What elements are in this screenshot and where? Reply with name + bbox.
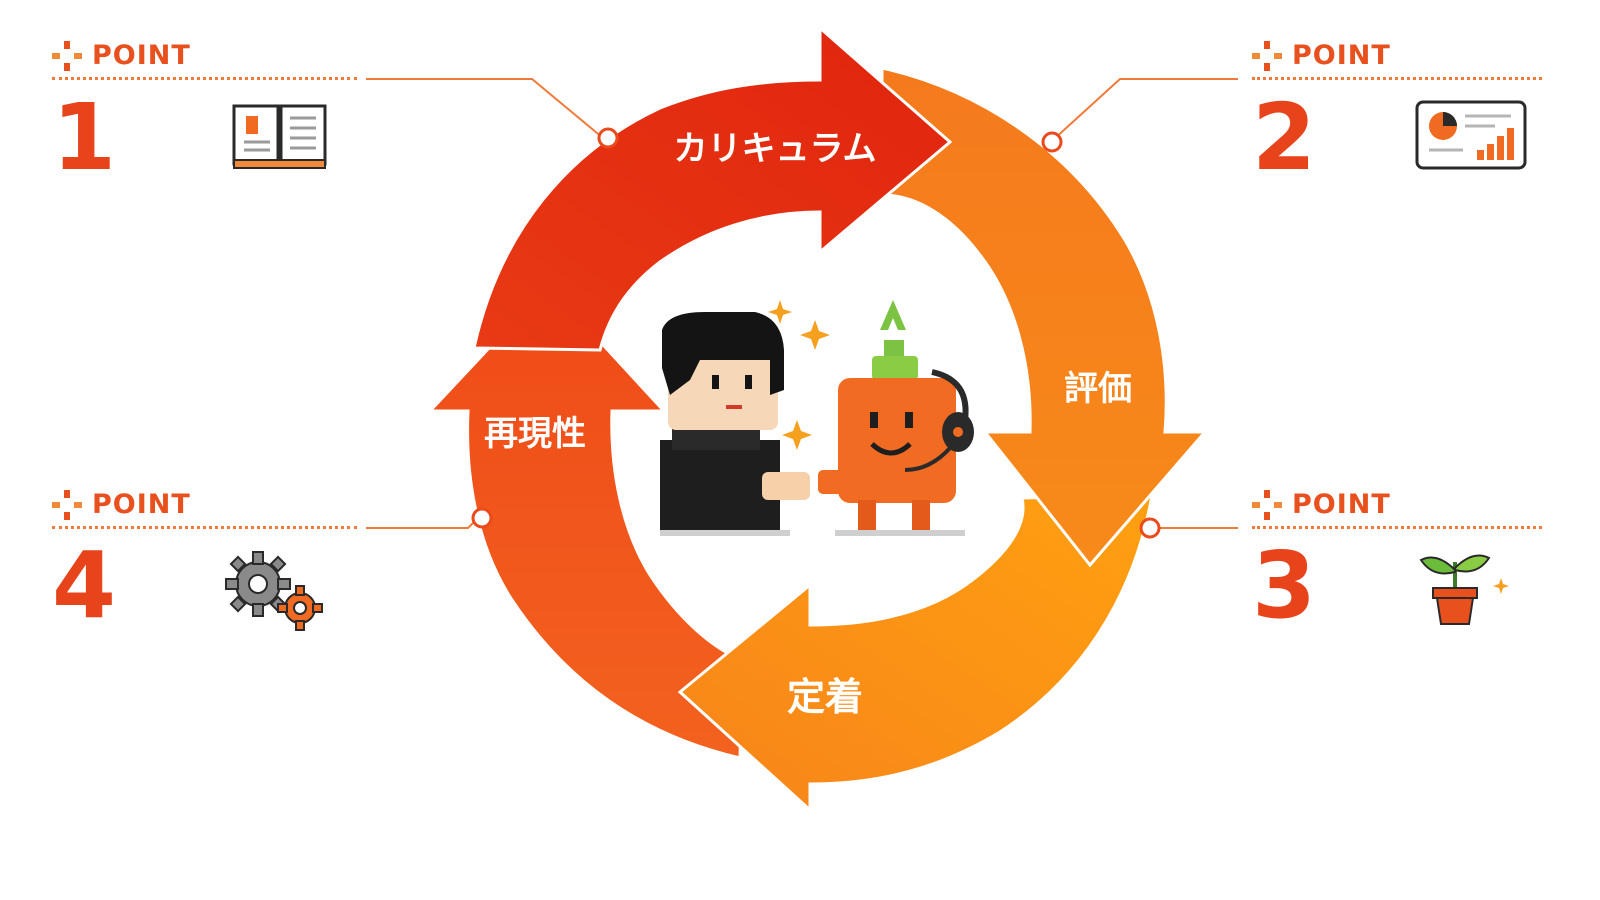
point-3-divider (1252, 526, 1542, 529)
point-2-number: 2 (1252, 84, 1317, 191)
point-2-header: POINT (1252, 40, 1391, 71)
point-marker-icon (52, 40, 82, 71)
point-3-header: POINT (1252, 489, 1391, 520)
sprout-icon (1419, 554, 1509, 625)
connector-dot-1 (597, 127, 619, 149)
handshake-illustration (660, 300, 974, 536)
open-book-icon (232, 104, 327, 169)
point-4-divider (52, 526, 357, 529)
sparkle-icon (768, 300, 792, 324)
point-2-tag: POINT (1292, 40, 1391, 71)
arrow-segment-top (472, 24, 953, 352)
segment-label-curriculum: カリキュラム (674, 129, 877, 169)
connector-line-1 (366, 78, 604, 139)
sparkle-icon (782, 420, 812, 450)
segment-label-reproducibility: 再現性 (484, 414, 586, 454)
connector-dot-4 (471, 507, 493, 529)
gears-icon (225, 551, 323, 631)
point-marker-icon (52, 489, 82, 520)
point-1-tag: POINT (92, 40, 191, 71)
sparkle-icon (800, 320, 830, 350)
point-4-number: 4 (52, 532, 117, 639)
arrow-segment-left (426, 282, 744, 760)
segment-label-retention: 定着 (787, 675, 863, 719)
point-marker-icon (1252, 40, 1282, 71)
person-character (660, 312, 810, 536)
point-3-tag: POINT (1292, 489, 1391, 520)
point-1-header: POINT (52, 40, 191, 71)
point-3-number: 3 (1252, 532, 1317, 639)
mascot-character (818, 300, 974, 536)
point-marker-icon (1252, 489, 1282, 520)
arrow-segment-bottom (677, 493, 1154, 814)
connector-dot-2 (1041, 131, 1063, 153)
connector-line-2 (1052, 78, 1238, 141)
connector-dot-3 (1139, 517, 1161, 539)
point-1-number: 1 (52, 84, 117, 191)
connector-line-4 (366, 517, 479, 529)
segment-label-evaluation: 評価 (1064, 369, 1132, 409)
report-chart-icon (1415, 100, 1527, 170)
point-1-divider (52, 77, 357, 80)
point-4-header: POINT (52, 489, 191, 520)
point-4-tag: POINT (92, 489, 191, 520)
point-2-divider (1252, 77, 1542, 80)
